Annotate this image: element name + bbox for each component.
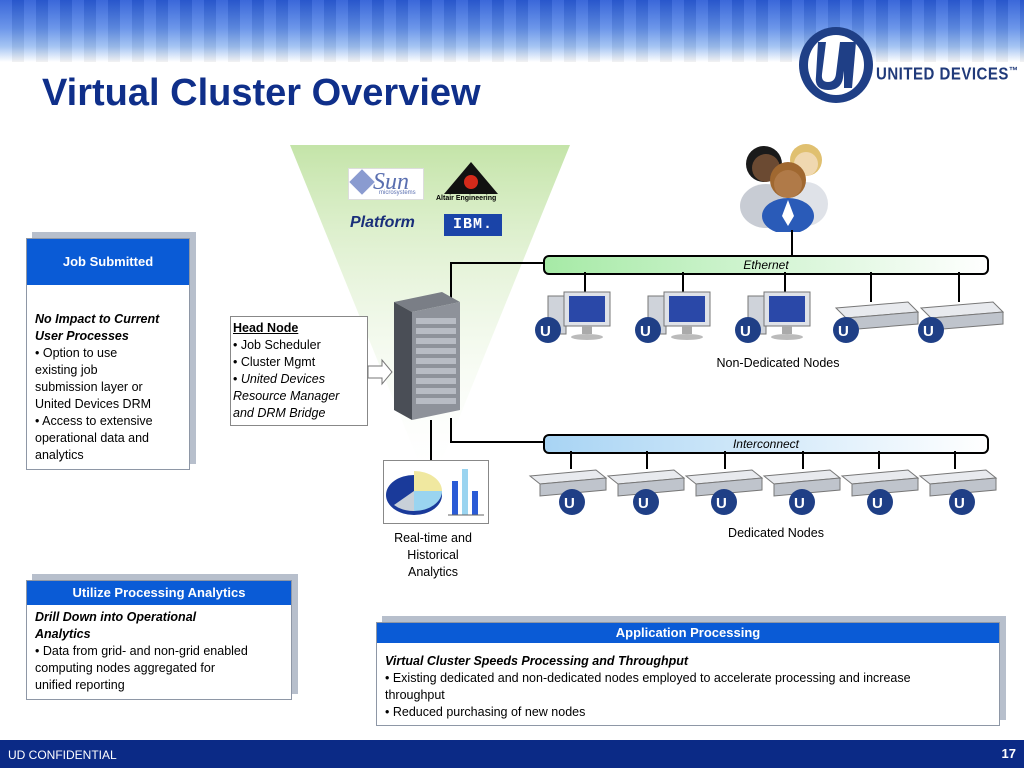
svg-text:U: U — [640, 323, 651, 340]
svg-text:U: U — [740, 323, 751, 340]
non-dedicated-nodes-label: Non-Dedicated Nodes — [716, 356, 840, 370]
logo-wordmark: UNITED DEVICES™ — [876, 64, 1019, 85]
dedicated-nodes-label: Dedicated Nodes — [728, 526, 824, 540]
head-node-item: and DRM Bridge — [233, 406, 326, 420]
header-banner — [0, 0, 1024, 62]
svg-text:U: U — [954, 495, 965, 512]
panel-line: • Reduced purchasing of new nodes — [385, 705, 586, 719]
svg-text:U: U — [794, 495, 805, 512]
head-node-item: Resource Manager — [233, 389, 340, 403]
analytics-label: Real-time and Historical Analytics — [394, 531, 472, 579]
svg-text:U: U — [716, 495, 727, 512]
drop-line — [724, 451, 726, 469]
panel-heading: User Processes — [35, 329, 129, 343]
drop-line — [878, 451, 880, 469]
slide-title: Virtual Cluster Overview — [42, 72, 481, 114]
panel-heading: Drill Down into Operational — [35, 610, 197, 624]
drop-line — [646, 451, 648, 469]
analytics-chart-box — [383, 460, 489, 524]
panel-line: submission layer or — [35, 380, 143, 394]
users-link — [791, 230, 793, 256]
ethernet-link-h — [450, 262, 545, 264]
svg-text:U: U — [638, 495, 649, 512]
interconnect-link-v — [450, 418, 452, 442]
head-node-item: • United Devices — [233, 372, 325, 386]
drop-line — [954, 451, 956, 469]
head-node-title: Head Node — [233, 321, 299, 335]
processing-analytics-header: Utilize Processing Analytics — [27, 581, 291, 605]
platform-logo: Platform — [350, 214, 415, 231]
job-submitted-panel: Job Submitted No Impact to Current User … — [26, 238, 190, 470]
panel-line: • Existing dedicated and non-dedicated n… — [385, 671, 911, 685]
head-node-item: • Cluster Mgmt — [233, 355, 316, 369]
ibm-logo: IBM. — [444, 214, 502, 236]
drop-line — [784, 272, 786, 294]
confidential-label: UD CONFIDENTIAL — [8, 748, 117, 762]
panel-line: unified reporting — [35, 678, 125, 692]
ethernet-link-v — [450, 262, 452, 302]
svg-text:U: U — [872, 495, 883, 512]
application-processing-panel: Application Processing Virtual Cluster S… — [376, 622, 1000, 726]
panel-heading: Virtual Cluster Speeds Processing and Th… — [385, 654, 689, 668]
drop-line — [802, 451, 804, 469]
panel-line: • Data from grid- and non-grid enabled — [35, 644, 248, 658]
panel-line: existing job — [35, 363, 98, 377]
panel-heading: Analytics — [35, 627, 91, 641]
dedicated-nodes-icon: U U U U U U — [528, 469, 998, 515]
arrow-right-icon — [367, 358, 393, 386]
sun-logo: Sun microsystems — [348, 168, 424, 200]
non-dedicated-nodes-icon: U U U U U — [535, 291, 1005, 343]
pie-bar-chart-icon — [386, 469, 484, 516]
panel-line: throughput — [385, 688, 445, 702]
panel-line: analytics — [35, 448, 84, 462]
page-number: 17 — [1001, 746, 1016, 761]
ethernet-bus: Ethernet — [543, 255, 989, 275]
drop-line — [958, 272, 960, 302]
united-devices-logo-icon — [799, 27, 873, 103]
drop-line — [682, 272, 684, 294]
job-submitted-header: Job Submitted — [27, 239, 189, 285]
panel-line: • Option to use — [35, 346, 118, 360]
server-tower-icon — [394, 292, 460, 420]
altair-triangle-icon — [444, 162, 498, 194]
svg-text:U: U — [923, 323, 934, 340]
panel-line: • Access to extensive — [35, 414, 153, 428]
panel-heading: No Impact to Current — [35, 312, 160, 326]
processing-analytics-panel: Utilize Processing Analytics Drill Down … — [26, 580, 292, 700]
svg-text:U: U — [564, 495, 575, 512]
drop-line — [570, 451, 572, 469]
interconnect-link-h — [450, 441, 545, 443]
application-processing-header: Application Processing — [377, 623, 999, 643]
footer-bar — [0, 740, 1024, 768]
svg-text:U: U — [838, 323, 849, 340]
head-node-item: • Job Scheduler — [233, 338, 321, 352]
drop-line — [870, 272, 872, 302]
drop-line — [584, 272, 586, 294]
panel-line: computing nodes aggregated for — [35, 661, 215, 675]
interconnect-bus: Interconnect — [543, 434, 989, 454]
panel-line: United Devices DRM — [35, 397, 152, 411]
altair-logo: Altair Engineering — [436, 160, 506, 206]
panel-line: operational data and — [35, 431, 149, 445]
head-node-box: Head Node • Job Scheduler • Cluster Mgmt… — [230, 316, 368, 426]
users-icon — [740, 144, 828, 232]
svg-text:U: U — [540, 323, 551, 340]
